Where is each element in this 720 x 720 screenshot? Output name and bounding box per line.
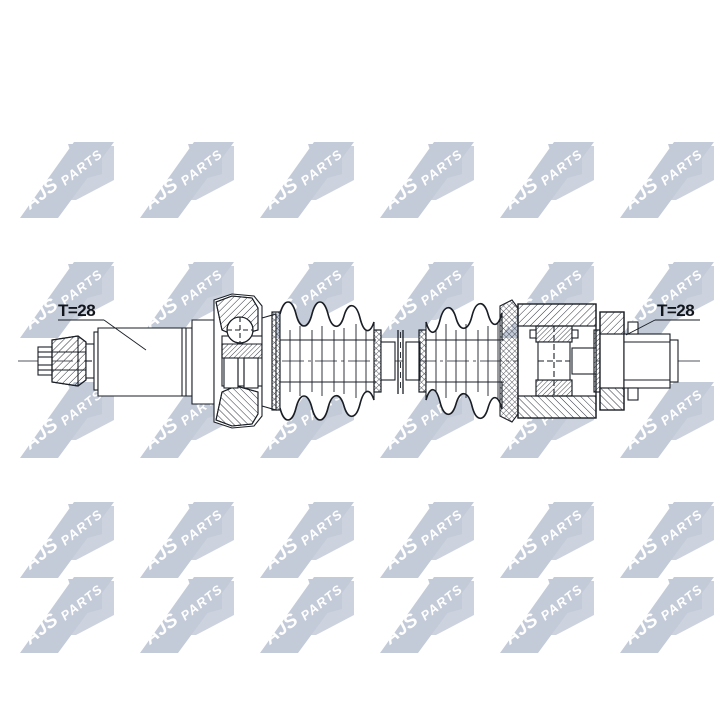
left-cv-joint-housing	[213, 293, 277, 429]
right-tripod-joint-housing	[517, 303, 601, 419]
mid-shaft	[380, 330, 421, 394]
left-boot-bellows	[271, 301, 382, 421]
left-hex-nut	[51, 335, 95, 387]
right-splined-stub	[599, 311, 679, 411]
spline-count-label-left: T=28	[58, 301, 96, 320]
left-threaded-stub	[37, 346, 53, 376]
annotation-leaders	[58, 319, 700, 351]
spline-count-label-right: T=28	[657, 301, 695, 320]
left-splined-shaft	[93, 319, 215, 405]
right-boot-bellows	[418, 299, 519, 423]
